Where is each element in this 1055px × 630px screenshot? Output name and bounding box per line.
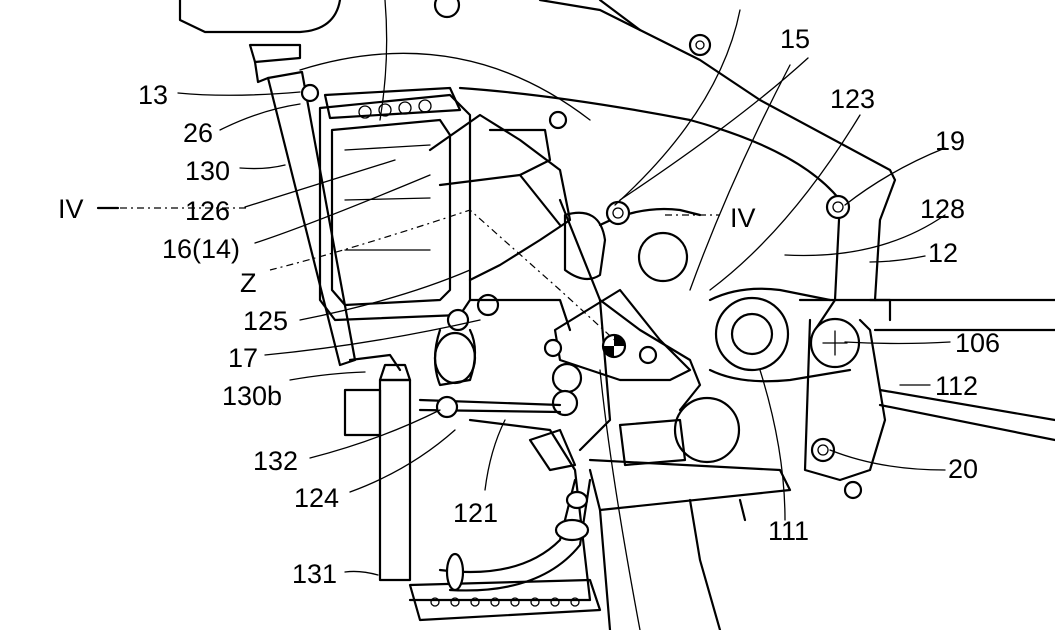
label-111: 111 xyxy=(768,516,809,546)
label-126: 126 xyxy=(185,196,230,226)
label-17: 17 xyxy=(228,343,258,373)
label-123: 123 xyxy=(830,84,875,114)
label-130: 130 xyxy=(185,156,230,186)
label-13: 13 xyxy=(138,80,168,110)
label-128: 128 xyxy=(920,194,965,224)
lower-components xyxy=(343,363,687,630)
label-12: 12 xyxy=(928,238,958,268)
intake-assembly xyxy=(428,113,607,387)
label-112: 112 xyxy=(935,371,978,401)
label-106: 106 xyxy=(955,328,1000,358)
pivot-bolts xyxy=(433,0,863,500)
label-19: 19 xyxy=(935,126,965,156)
label-121: 121 xyxy=(453,498,498,528)
label-15: 15 xyxy=(780,24,810,54)
leader-lines xyxy=(177,0,951,576)
label-132: 132 xyxy=(253,446,298,476)
reference-labels: 15 123 13 26 19 130 128 IV 126 IV 16(14)… xyxy=(58,24,1000,589)
label-130b: 130b xyxy=(222,381,282,411)
section-line xyxy=(96,206,720,346)
air-box xyxy=(318,86,472,322)
label-124: 124 xyxy=(294,483,339,513)
center-mark xyxy=(543,288,692,417)
label-20: 20 xyxy=(948,454,978,484)
label-section-left: IV xyxy=(58,194,84,224)
label-26: 26 xyxy=(183,118,213,148)
label-125: 125 xyxy=(243,306,288,336)
label-131: 131 xyxy=(292,559,337,589)
label-16-14: 16(14) xyxy=(162,234,240,264)
label-z: Z xyxy=(240,268,257,298)
label-section-right: IV xyxy=(730,203,756,233)
